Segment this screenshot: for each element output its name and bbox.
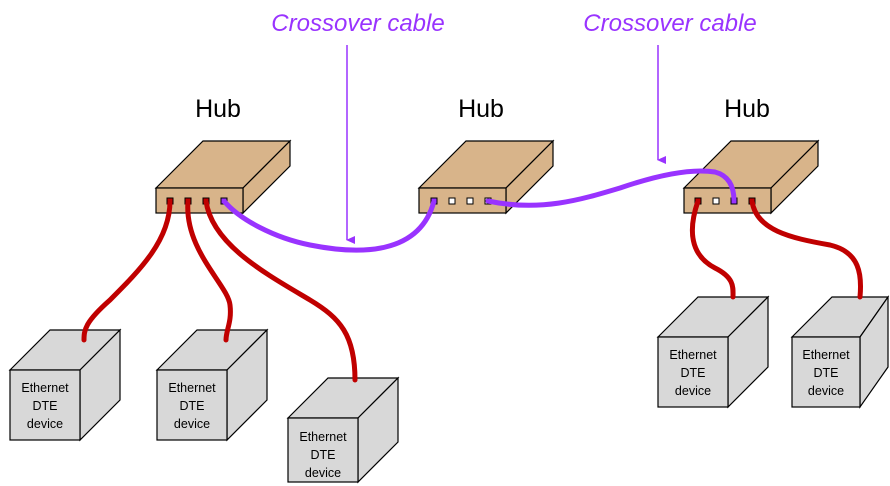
dte-device-3: Ethernet DTE device — [286, 376, 400, 484]
dte-device-1-line3: device — [27, 417, 63, 431]
dte-device-1-front — [9, 369, 81, 441]
dte-device-2-line1: Ethernet — [168, 381, 216, 395]
cable-hub-right-to-device-5 — [749, 198, 863, 300]
dte-device-5-line2: DTE — [814, 366, 839, 380]
dte-device-3-line2: DTE — [311, 448, 336, 462]
dte-device-5-line3: device — [808, 384, 844, 398]
crossover-cable-left — [221, 198, 437, 253]
hub-label-right: Hub — [724, 95, 770, 123]
dte-device-2-front — [156, 369, 228, 441]
crossover-cable-right — [485, 168, 737, 208]
hub-middle-port-3 — [466, 197, 474, 205]
hub-label-left: Hub — [195, 95, 241, 123]
dte-device-2: Ethernet DTE device — [155, 328, 269, 442]
hub-label-middle: Hub — [458, 95, 504, 123]
dte-device-4: Ethernet DTE device — [656, 295, 770, 409]
dte-device-5: Ethernet DTE device — [790, 295, 890, 409]
cable-hub-left-to-device-3 — [203, 198, 358, 383]
dte-device-3-front — [287, 417, 359, 483]
dte-device-3-line1: Ethernet — [299, 430, 347, 444]
cable-hub-left-to-device-1 — [81, 198, 173, 343]
dte-device-4-line3: device — [675, 384, 711, 398]
dte-device-2-line2: DTE — [180, 399, 205, 413]
dte-device-4-line1: Ethernet — [669, 348, 717, 362]
hub-right-port-2 — [712, 197, 720, 205]
dte-device-1-line1: Ethernet — [21, 381, 69, 395]
crossover-label-right: Crossover cable — [583, 10, 756, 37]
dte-device-5-line1: Ethernet — [802, 348, 850, 362]
cable-hub-left-to-device-2 — [185, 198, 233, 343]
cables — [81, 168, 863, 383]
crossover-label-left: Crossover cable — [271, 10, 444, 37]
dte-device-4-front — [657, 336, 729, 408]
dte-device-2-line3: device — [174, 417, 210, 431]
dte-device-3-line3: device — [305, 466, 341, 480]
dte-device-5-front — [791, 336, 861, 408]
dte-device-1-line2: DTE — [33, 399, 58, 413]
hub-middle-port-2 — [448, 197, 456, 205]
dte-device-1: Ethernet DTE device — [8, 328, 122, 442]
cable-hub-right-to-device-4 — [689, 198, 736, 300]
dte-device-4-line2: DTE — [681, 366, 706, 380]
